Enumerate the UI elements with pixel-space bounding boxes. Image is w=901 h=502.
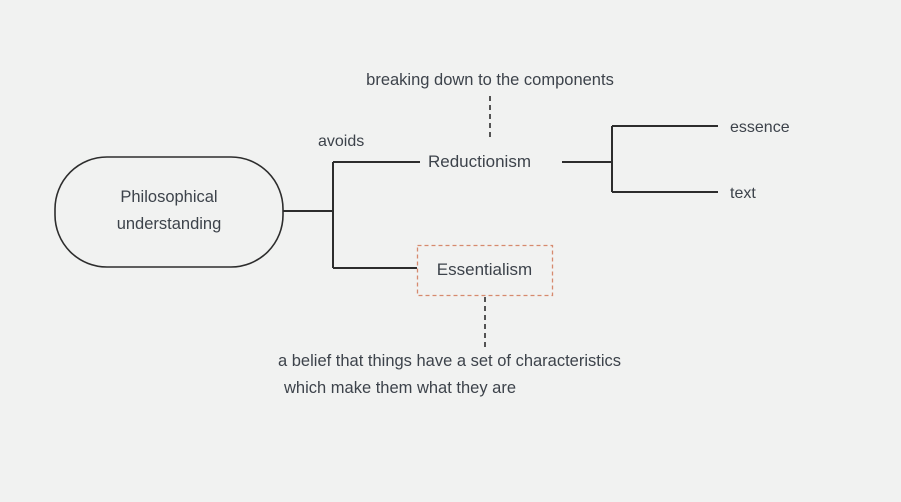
annotation-essentialism-line2: which make them what they are	[284, 379, 517, 397]
annotation-reductionism: breaking down to the components	[366, 71, 614, 89]
essentialism-node-shape[interactable]	[416, 244, 554, 297]
node-essence[interactable]: essence	[730, 119, 790, 136]
annotation-essentialism-line1: a belief that things have a set of chara…	[278, 352, 622, 370]
node-essentialism[interactable]: Essentialism	[436, 260, 533, 279]
root-node-label-line1: Philosophical	[120, 188, 218, 206]
root-node-label[interactable]: Philosophical understanding	[55, 184, 283, 238]
edge-label-avoids: avoids	[318, 133, 365, 150]
node-text[interactable]: text	[730, 185, 756, 202]
root-node-label-line2: understanding	[116, 215, 222, 233]
node-reductionism[interactable]: Reductionism	[428, 152, 531, 171]
